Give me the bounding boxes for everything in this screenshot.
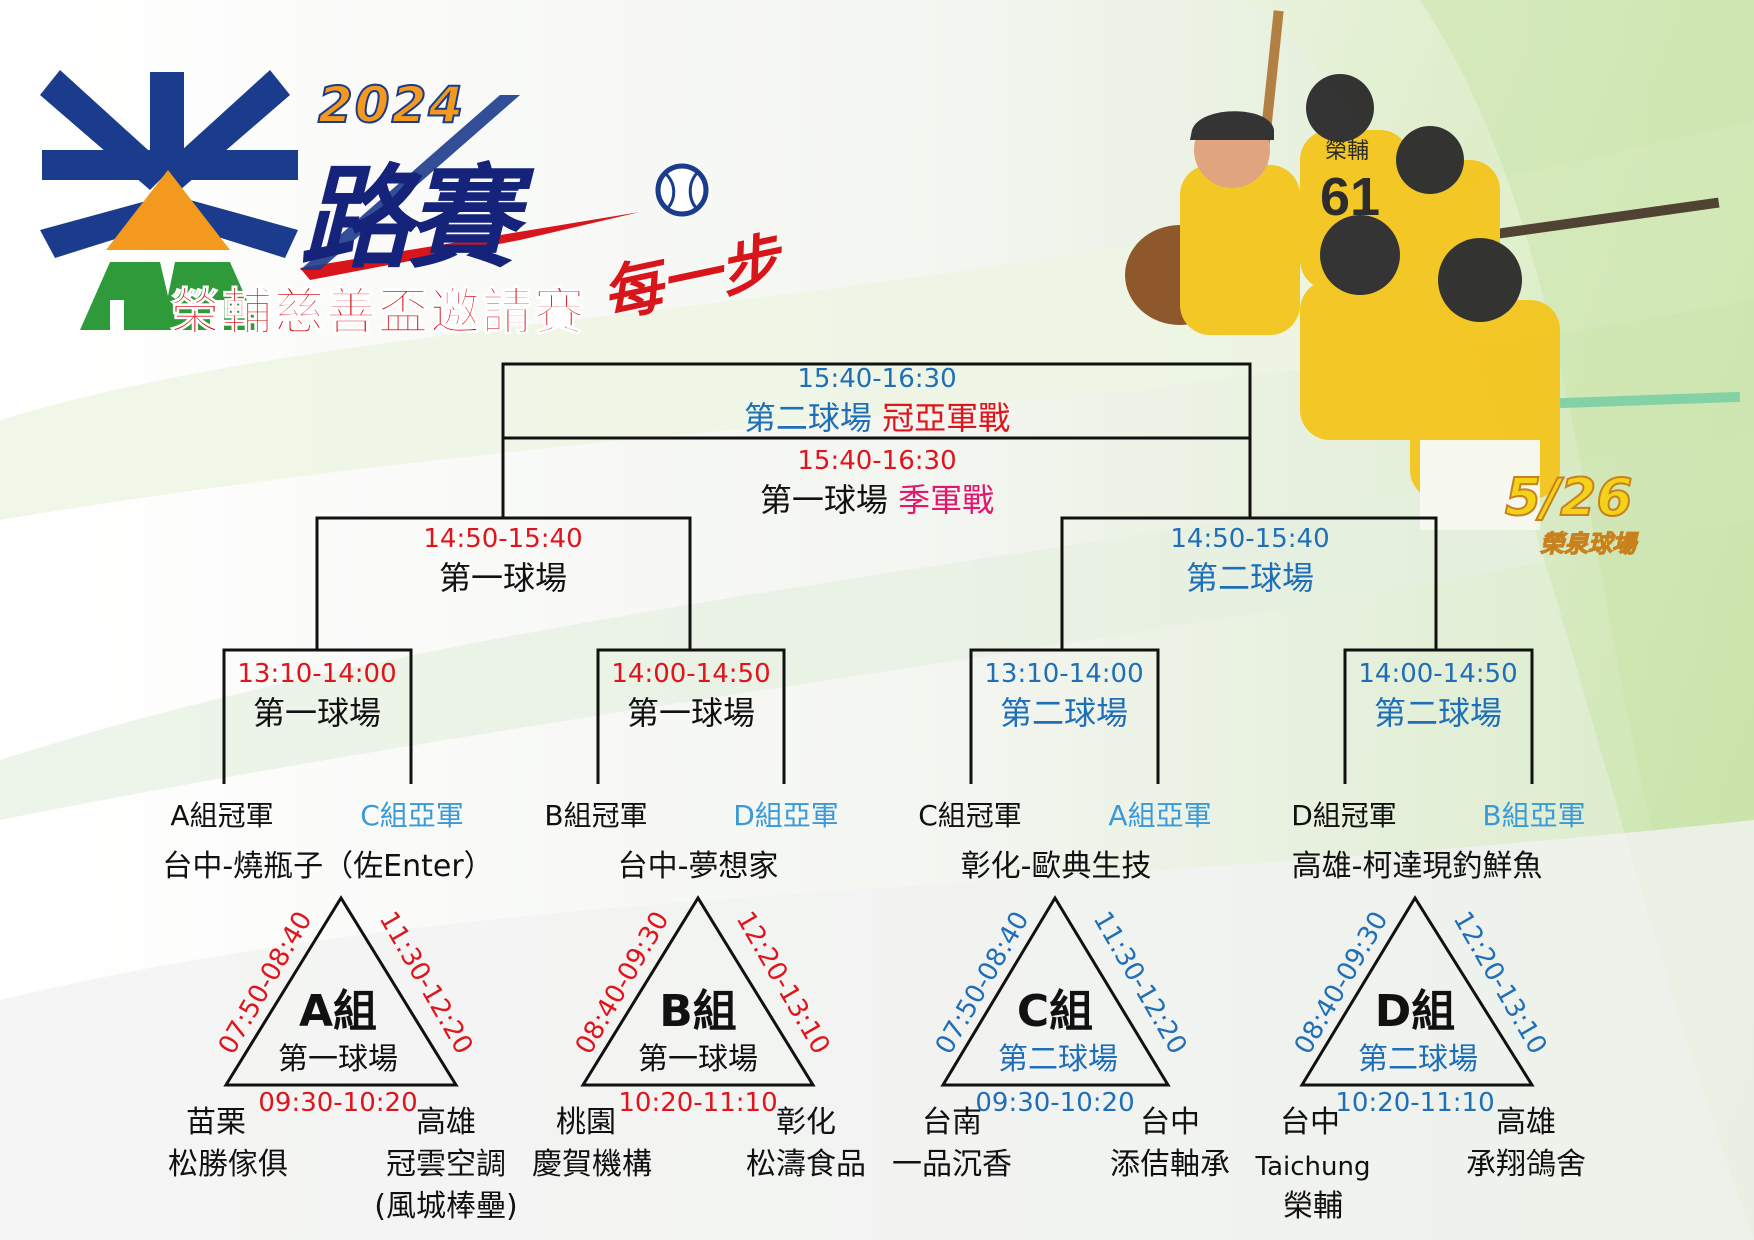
- semifinal-1-field: 第一球場: [438, 559, 568, 597]
- semifinal-2-time: 14:50-15:40: [1170, 524, 1330, 554]
- slot-a-winner: A組冠軍: [170, 799, 274, 832]
- group-c-team-right-name: 添佶軸承: [1110, 1147, 1230, 1182]
- slot-b-winner: B組冠軍: [544, 799, 648, 832]
- quarterfinal-2-time: 14:00-14:50: [611, 659, 771, 689]
- quarterfinal-3-time: 13:10-14:00: [984, 659, 1144, 689]
- group-c-field: 第二球場: [998, 1042, 1118, 1077]
- third-place-label: 第一球場 季軍戰: [760, 484, 994, 516]
- group-b-team-left-name: 慶賀機構: [532, 1147, 652, 1182]
- group-d-team-left-city: 台中: [1280, 1105, 1340, 1140]
- slot-c-runner-up: C組亞軍: [360, 799, 464, 832]
- seed-team-1: 台中-燒瓶子（佐Enter）: [162, 849, 494, 884]
- group-a-name: A組: [298, 986, 378, 1037]
- group-d-team-left-name: 榮輔: [1283, 1189, 1343, 1224]
- slot-a-runner-up: A組亞軍: [1108, 799, 1212, 832]
- quarterfinal-1-field: 第一球場: [252, 694, 382, 732]
- slot-d-winner: D組冠軍: [1291, 799, 1397, 832]
- quarterfinal-4-time: 14:00-14:50: [1358, 659, 1518, 689]
- seed-team-2: 台中-夢想家: [617, 849, 779, 884]
- final-title: 冠亞軍戰: [882, 399, 1011, 437]
- group-c-team-left-name: 一品沉香: [892, 1147, 1012, 1182]
- group-d-team-left-english: Taichung: [1255, 1152, 1371, 1182]
- green-swoosh: [0, 430, 1754, 820]
- slot-b-runner-up: B組亞軍: [1482, 799, 1586, 832]
- quarterfinal-1-time: 13:10-14:00: [237, 659, 397, 689]
- event-title: 榮輔慈善盃邀請賽: [170, 283, 586, 342]
- group-c-team-left-city: 台南: [922, 1105, 982, 1140]
- group-c-team-right-city: 台中: [1140, 1105, 1200, 1140]
- jersey-text: 榮輔: [1325, 139, 1369, 164]
- third-place-time: 15:40-16:30: [797, 446, 957, 476]
- group-a-team-right-name: 冠雲空調: [386, 1147, 506, 1182]
- group-c-bottom-slot: 09:30-10:20: [975, 1088, 1135, 1118]
- group-b-field: 第一球場: [638, 1042, 758, 1077]
- group-a-bottom-slot: 09:30-10:20: [258, 1088, 418, 1118]
- group-b-team-right-name: 松濤食品: [746, 1147, 866, 1182]
- group-d-name: D組: [1374, 986, 1456, 1037]
- logo-slash-icon: [300, 212, 640, 280]
- group-d-field: 第二球場: [1358, 1042, 1478, 1077]
- group-a-team-left-name: 松勝傢俱: [168, 1147, 288, 1182]
- group-b-bottom-slot: 10:20-11:10: [618, 1088, 778, 1118]
- slot-d-runner-up: D組亞軍: [733, 799, 839, 832]
- players-photo: 61 榮輔: [1125, 10, 1741, 530]
- group-d-team-right-name: 承翔鴿舍: [1466, 1147, 1586, 1182]
- group-a-team-left-city: 苗栗: [186, 1105, 246, 1140]
- quarterfinal-2-field: 第一球場: [626, 694, 756, 732]
- group-b-team-right-city: 彰化: [776, 1105, 836, 1140]
- group-d-bottom-slot: 10:20-11:10: [1335, 1088, 1495, 1118]
- group-a-team-right-note: (風城棒壘): [374, 1189, 518, 1224]
- logo-sun-icon: [40, 70, 298, 330]
- group-a-field: 第一球場: [278, 1042, 398, 1077]
- logo-slash-icon: [300, 95, 520, 270]
- final-field: 第二球場: [743, 399, 872, 437]
- group-d-team-right-city: 高雄: [1496, 1105, 1556, 1140]
- final-label: 第二球場 冠亞軍戰: [744, 402, 1010, 434]
- baseball-icon: [655, 163, 709, 217]
- group-b-team-left-city: 桃園: [556, 1105, 616, 1140]
- logo-year: 2024: [317, 75, 466, 135]
- bracket-lines: [222, 362, 1535, 1087]
- event-date: 5/26: [1504, 467, 1634, 529]
- gray-swoosh: [0, 820, 1754, 1240]
- seed-team-4: 高雄-柯達現釣鮮魚: [1291, 849, 1543, 884]
- green-swoosh: [1420, 0, 1754, 1100]
- group-a-team-right-city: 高雄: [416, 1105, 476, 1140]
- quarterfinal-4-field: 第二球場: [1373, 694, 1503, 732]
- event-venue: 榮泉球場: [1540, 530, 1637, 559]
- group-c-name: C組: [1016, 986, 1094, 1037]
- semifinal-1-time: 14:50-15:40: [423, 524, 583, 554]
- seed-team-3: 彰化-歐典生技: [960, 849, 1152, 884]
- slot-c-winner: C組冠軍: [918, 799, 1022, 832]
- group-b-name: B組: [659, 986, 737, 1037]
- third-place-title: 季軍戰: [898, 481, 995, 519]
- third-place-field: 第一球場: [759, 481, 888, 519]
- final-time: 15:40-16:30: [797, 364, 957, 394]
- quarterfinal-3-field: 第二球場: [999, 694, 1129, 732]
- semifinal-2-field: 第二球場: [1185, 559, 1315, 597]
- logo-event-name: 路賽: [300, 154, 518, 284]
